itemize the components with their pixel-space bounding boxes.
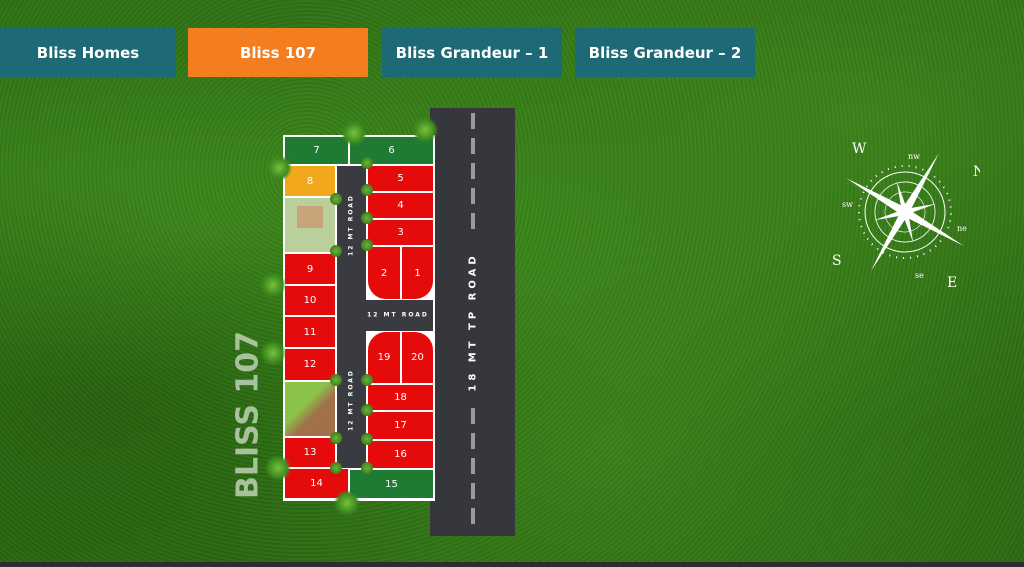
plot-15[interactable]: 15 <box>350 470 433 498</box>
tree-icon <box>361 462 373 474</box>
tree-icon <box>361 239 373 251</box>
compass-rose-icon: N S E W nw ne sw se <box>832 141 980 290</box>
plot-16[interactable]: 16 <box>368 441 433 468</box>
plot-1[interactable]: 1 <box>402 247 433 299</box>
palm-tree-icon <box>334 490 360 516</box>
tree-icon <box>361 157 373 169</box>
palm-tree-icon <box>260 340 286 366</box>
compass-n: N <box>973 164 980 180</box>
tab-bliss-grandeur-1[interactable]: Bliss Grandeur – 1 <box>382 28 562 77</box>
palm-tree-icon <box>260 272 286 298</box>
palm-tree-icon <box>341 120 367 146</box>
plot-20[interactable]: 20 <box>402 332 433 383</box>
inner-road-mid <box>350 300 433 331</box>
plot-12[interactable]: 12 <box>285 349 335 380</box>
tree-icon <box>330 462 342 474</box>
parking-garden <box>285 382 335 436</box>
plot-19[interactable]: 19 <box>368 332 400 383</box>
compass-nw: nw <box>908 152 920 161</box>
plot-13[interactable]: 13 <box>285 438 335 467</box>
tab-bliss-homes[interactable]: Bliss Homes <box>0 28 176 77</box>
tree-icon <box>361 212 373 224</box>
palm-tree-icon <box>265 455 291 481</box>
plot-7[interactable]: 7 <box>285 137 348 164</box>
palm-tree-icon <box>266 155 292 181</box>
inner-road-left-label: 12 MT ROAD <box>347 194 355 256</box>
plot-4[interactable]: 4 <box>368 193 433 218</box>
plot-11[interactable]: 11 <box>285 317 335 347</box>
tree-icon <box>361 184 373 196</box>
plot-18[interactable]: 18 <box>368 385 433 410</box>
tree-icon <box>330 193 342 205</box>
compass-se: se <box>915 271 924 280</box>
tab-bliss-grandeur-2[interactable]: Bliss Grandeur – 2 <box>575 28 755 77</box>
tree-icon <box>330 374 342 386</box>
inner-road-left-lower-label: 12 MT ROAD <box>347 369 355 431</box>
palm-tree-icon <box>412 117 438 143</box>
plot-17[interactable]: 17 <box>368 412 433 439</box>
main-road <box>430 108 515 536</box>
tree-icon <box>330 245 342 257</box>
compass-w: W <box>852 141 867 157</box>
plot-9[interactable]: 9 <box>285 254 335 284</box>
compass-sw: sw <box>842 200 853 209</box>
compass-s: S <box>832 253 842 269</box>
plot-10[interactable]: 10 <box>285 286 335 315</box>
plot-2[interactable]: 2 <box>368 247 400 299</box>
inner-road-mid-label: 12 MT ROAD <box>367 311 429 319</box>
tree-icon <box>361 404 373 416</box>
main-road-label: 18 MT TP ROAD <box>467 252 479 392</box>
tree-icon <box>361 374 373 386</box>
compass-e: E <box>947 275 957 290</box>
garden-park <box>285 198 335 252</box>
project-label: BLISS 107 <box>230 330 266 500</box>
plot-5[interactable]: 5 <box>368 166 433 191</box>
plot-8[interactable]: 8 <box>285 166 335 196</box>
tree-icon <box>361 433 373 445</box>
bottom-bar <box>0 562 1024 567</box>
tab-bliss-107[interactable]: Bliss 107 <box>188 28 368 77</box>
compass-ne: ne <box>957 224 967 233</box>
plot-3[interactable]: 3 <box>368 220 433 245</box>
tree-icon <box>330 432 342 444</box>
